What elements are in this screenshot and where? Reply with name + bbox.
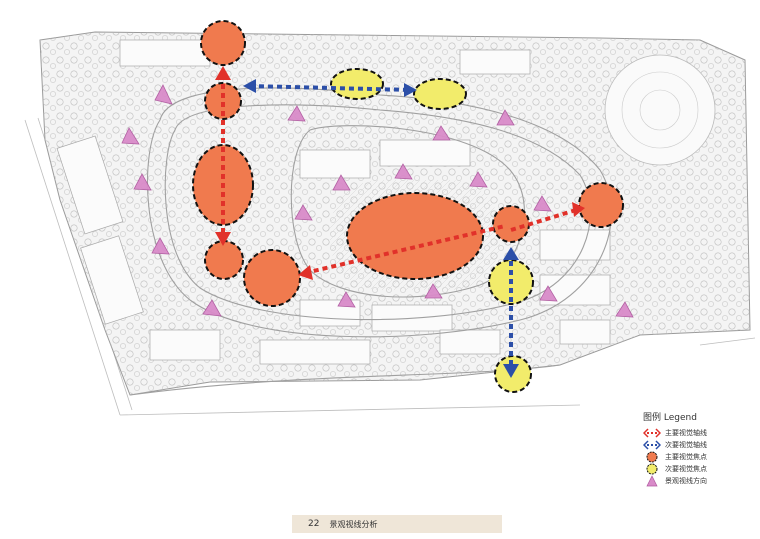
- red-dashed-arrow-icon: [643, 428, 661, 438]
- legend-item-secondary-axis: 次要视觉轴线: [643, 439, 755, 451]
- legend-title: 图例 Legend: [643, 413, 697, 423]
- legend-label: 次要视觉焦点: [665, 465, 707, 473]
- secondary-focus-point: [330, 68, 384, 100]
- plaza-circle: [604, 54, 716, 166]
- primary-focus-point: [492, 205, 530, 243]
- legend-label: 景观视线方向: [665, 477, 707, 485]
- view-direction-marker: [615, 301, 634, 318]
- legend-label: 主要视觉轴线: [665, 429, 707, 437]
- primary-focus-point: [243, 249, 301, 307]
- legend-item-primary-axis: 主要视觉轴线: [643, 427, 755, 439]
- yellow-circle-icon: [646, 463, 658, 475]
- view-direction-marker: [294, 204, 313, 221]
- primary-focus-point: [204, 240, 244, 280]
- page-title: 景观视线分析: [329, 519, 378, 529]
- legend-item-view-direction: 景观视线方向: [643, 475, 755, 487]
- view-direction-marker: [154, 84, 173, 105]
- legend-item-primary-focus: 主要视觉焦点: [643, 451, 755, 463]
- secondary-focus-point: [413, 78, 467, 110]
- view-direction-marker: [533, 195, 552, 212]
- pink-view-cone-icon: [646, 475, 658, 487]
- view-direction-marker: [432, 125, 451, 141]
- primary-focus-points: [192, 20, 624, 307]
- view-direction-marker: [337, 291, 356, 308]
- primary-focus-point: [346, 192, 484, 280]
- view-direction-marker: [394, 163, 413, 180]
- view-direction-marker: [202, 299, 222, 317]
- orange-circle-icon: [646, 451, 658, 463]
- view-direction-marker: [539, 285, 558, 302]
- buildings: [56, 39, 611, 365]
- view-direction-marker: [151, 237, 170, 255]
- view-direction-marker: [469, 171, 488, 188]
- view-direction-marker: [496, 109, 515, 126]
- primary-visual-axes: [221, 75, 577, 275]
- view-direction-marker: [332, 174, 351, 191]
- view-direction-marker: [424, 283, 443, 299]
- legend: 图例 Legend 主要视觉轴线 次要视觉轴线 主要视觉焦点 次要视觉焦点: [643, 410, 755, 487]
- view-direction-marker: [133, 173, 152, 191]
- secondary-axis-arrowheads: [243, 79, 519, 378]
- legend-item-secondary-focus: 次要视觉焦点: [643, 463, 755, 475]
- primary-focus-point: [204, 82, 242, 120]
- blue-dashed-arrow-icon: [643, 440, 661, 450]
- primary-focus-point: [200, 20, 246, 66]
- legend-label: 主要视觉焦点: [665, 453, 707, 461]
- view-direction-markers: [121, 84, 634, 318]
- primary-axis-arrowheads: [215, 66, 585, 280]
- page-number: 22: [308, 519, 320, 529]
- view-direction-marker: [287, 105, 306, 122]
- view-direction-marker: [121, 127, 140, 145]
- page-footer: 22 景观视线分析: [292, 515, 502, 533]
- legend-label: 次要视觉轴线: [665, 441, 707, 449]
- primary-focus-point: [578, 182, 624, 228]
- secondary-visual-axes: [249, 84, 513, 372]
